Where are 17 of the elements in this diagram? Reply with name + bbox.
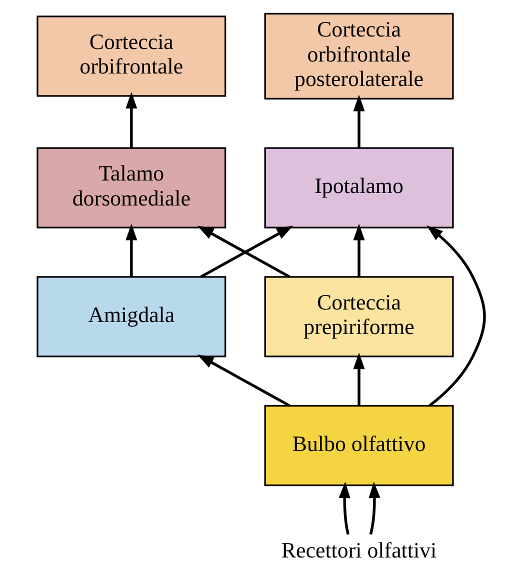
arrow [352,352,364,406]
node-box: Corteccia orbifrontale posterolaterale [264,12,454,100]
node-box: Corteccia prepiriforme [264,276,454,358]
arrow [426,225,486,406]
arrow [196,354,290,407]
arrow [352,224,364,277]
arrow [352,94,364,148]
arrow [125,224,137,277]
node-box: Corteccia orbifrontale [36,16,226,97]
node-box: Amigdala [36,276,226,358]
arrow [368,482,380,535]
node-box: Ipotalamo [264,147,454,228]
arrow [338,482,350,535]
arrow [125,92,137,148]
node-text: Recettori olfattivi [280,538,436,563]
node-box: Bulbo olfattivo [264,404,454,486]
node-box: Talamo dorsomediale [36,147,226,228]
